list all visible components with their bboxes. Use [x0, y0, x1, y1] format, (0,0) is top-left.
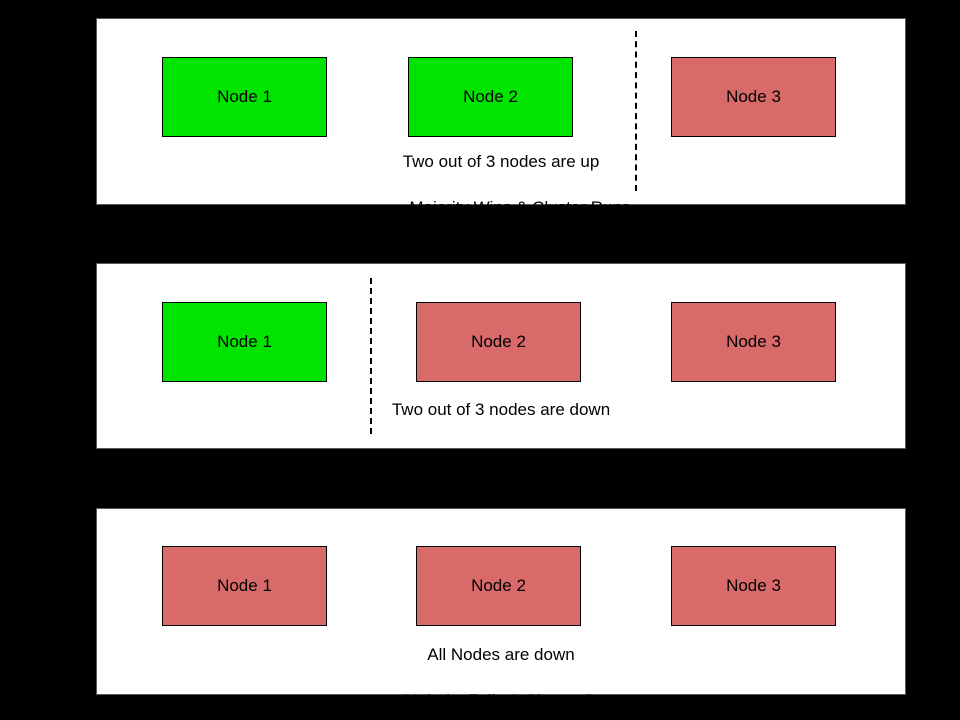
caption-line-2: Majority Fails & Cluster Stops — [403, 446, 627, 465]
caption-line-1: All Nodes are down — [427, 645, 575, 664]
caption-line-1: Two out of 3 nodes are up — [402, 152, 600, 171]
panel-all-nodes-down: Node 1 Node 2 Node 3 All Nodes are down … — [96, 508, 906, 710]
panel-two-nodes-down: Node 1 Node 2 Node 3 Two out of 3 nodes … — [96, 263, 906, 465]
panel-caption: Two out of 3 nodes are down Majority Fai… — [97, 398, 905, 490]
panel-two-nodes-up: Node 1 Node 2 Node 3 Two out of 3 nodes … — [96, 18, 906, 217]
caption-line-2: Majority Fails & Cluster Stops — [403, 691, 627, 710]
panel-caption: Two out of 3 nodes are up , Majority Win… — [97, 150, 905, 242]
quorum-partition-divider — [635, 31, 637, 191]
node-3-down-box: Node 3 — [671, 546, 836, 626]
quorum-partition-divider — [370, 278, 372, 434]
node-1-up-box: Node 1 — [162, 302, 327, 382]
node-2-up-box: Node 2 — [408, 57, 573, 137]
node-2-down-box: Node 2 — [416, 302, 581, 382]
node-2-down-box: Node 2 — [416, 546, 581, 626]
caption-line-1: Two out of 3 nodes are down — [391, 400, 611, 419]
node-3-down-box: Node 3 — [671, 57, 836, 137]
caption-line-2: , Majority Wins & Cluster Runs — [399, 198, 631, 217]
node-3-down-box: Node 3 — [671, 302, 836, 382]
panel-caption: All Nodes are down Majority Fails & Clus… — [97, 643, 905, 720]
node-1-up-box: Node 1 — [162, 57, 327, 137]
node-1-down-box: Node 1 — [162, 546, 327, 626]
